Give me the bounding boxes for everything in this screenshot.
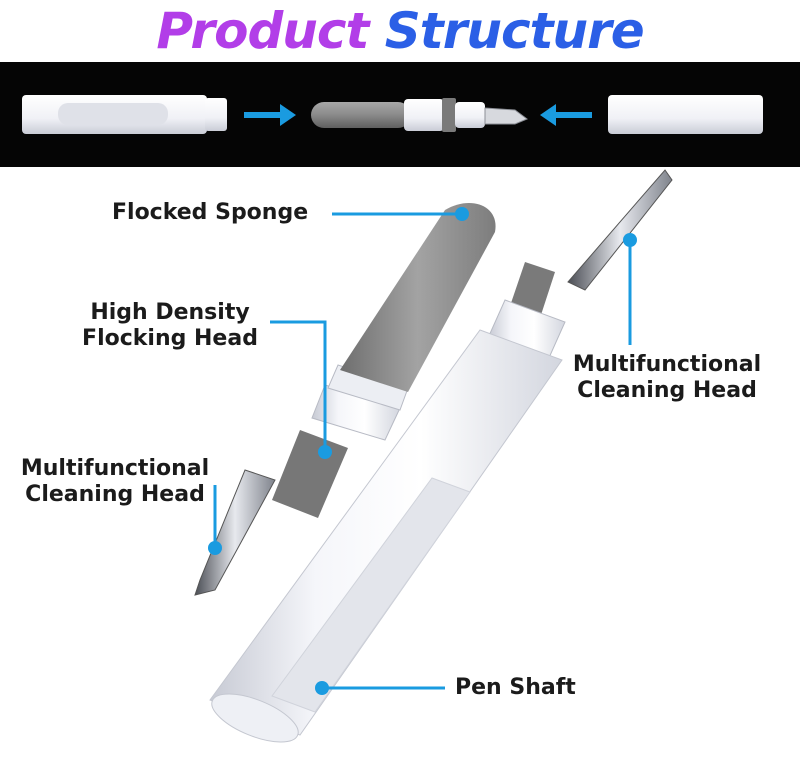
title-word-structure: Structure: [384, 2, 645, 60]
label-multi-left-line2: Cleaning Head: [25, 482, 205, 507]
callout-dots: [208, 207, 637, 695]
label-high-density-flocking-head: High Density Flocking Head: [76, 300, 264, 352]
page-title: Product Structure: [0, 0, 800, 62]
label-multifunctional-cleaning-head-left: Multifunctional Cleaning Head: [14, 456, 216, 508]
label-multifunctional-cleaning-head-right: Multifunctional Cleaning Head: [566, 352, 768, 404]
label-flocked-sponge: Flocked Sponge: [112, 200, 309, 225]
right-cap: [608, 95, 763, 134]
arrow-left-icon: [540, 104, 592, 126]
left-cleaning-blade: [194, 469, 276, 596]
label-pen-shaft: Pen Shaft: [455, 675, 576, 700]
flocking-head: [272, 430, 348, 518]
flocked-sponge: [340, 203, 496, 392]
label-multi-left-line1: Multifunctional: [20, 456, 210, 481]
pen-shaft-tool: [209, 169, 673, 743]
label-multi-right-line2: Cleaning Head: [577, 378, 757, 403]
title-word-product: Product: [156, 2, 369, 60]
left-cap: [22, 95, 227, 134]
pen-shaft-body: [209, 329, 563, 736]
label-high-density-line1: High Density: [90, 300, 250, 325]
label-high-density-line2: Flocking Head: [82, 326, 258, 351]
right-cleaning-blade: [567, 169, 673, 291]
assembly-illustration: [22, 95, 763, 134]
callouts: [213, 212, 632, 690]
assembly-band: [0, 62, 800, 167]
label-multi-right-line1: Multifunctional: [572, 352, 762, 377]
arrow-right-icon: [244, 104, 296, 126]
middle-tool: [311, 98, 528, 132]
